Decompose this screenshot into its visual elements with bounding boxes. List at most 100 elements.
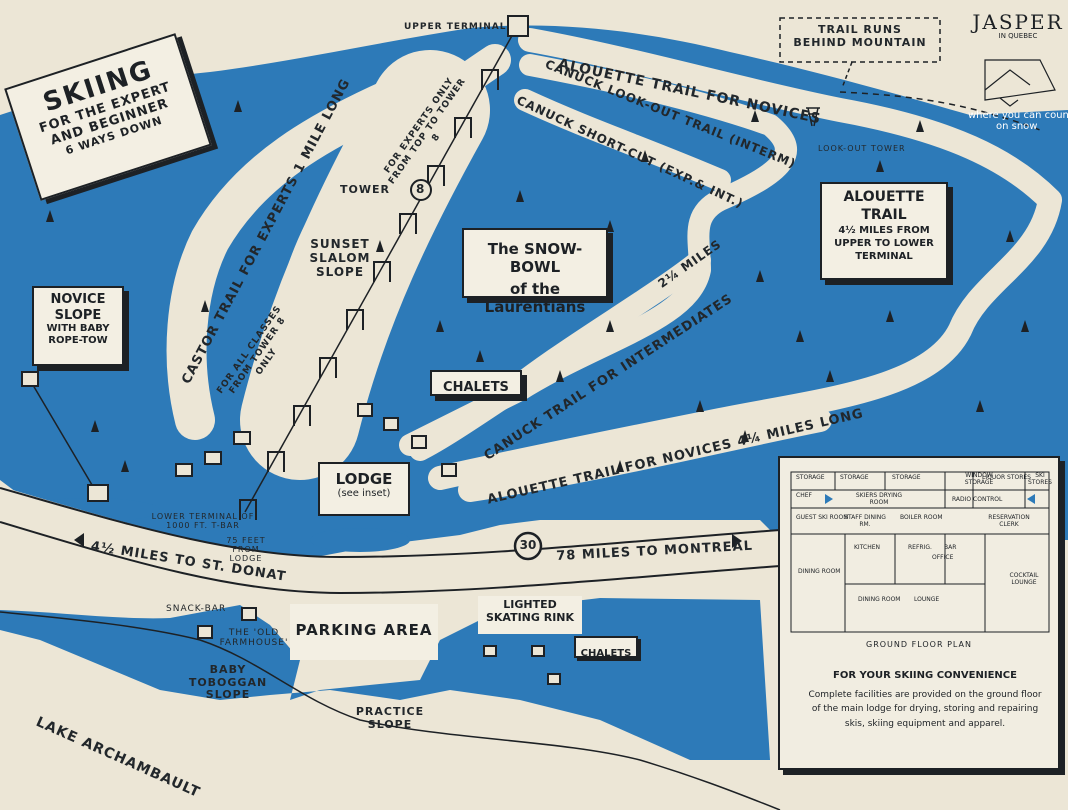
sunset-line: SLOPE bbox=[315, 264, 365, 279]
novice-box-line: SLOPE bbox=[54, 307, 102, 323]
canuck-shortcut bbox=[514, 89, 731, 191]
callout-pointer bbox=[841, 61, 853, 89]
lower-terminal-label: LOWER TERMINAL OF 1000 FT. T-BAR bbox=[151, 512, 255, 531]
chalets-callout-upper: CHALETS bbox=[430, 370, 522, 396]
alouette-trail-box: ALOUETTE TRAIL 4½ MILES FROM UPPER TO LO… bbox=[820, 182, 948, 280]
tree-icon bbox=[751, 110, 759, 122]
rope-tow-line bbox=[29, 379, 96, 491]
room-label: STORAGE bbox=[892, 474, 921, 481]
tree-icon bbox=[886, 310, 894, 322]
inset-caption: FOR YOUR SKIING CONVENIENCE Complete fac… bbox=[790, 668, 1060, 731]
lift-tower bbox=[346, 309, 364, 330]
alouette-box-line: TERMINAL bbox=[855, 251, 913, 263]
alouette-box-line: UPPER TO LOWER bbox=[834, 238, 934, 250]
snack-bar-label: SNACK-BAR bbox=[166, 604, 227, 614]
trail-runs-line: TRAIL RUNS bbox=[818, 23, 902, 36]
tree-icon bbox=[616, 460, 624, 472]
rope-tow-bottom bbox=[87, 484, 109, 502]
lodge-label: LODGE bbox=[335, 470, 393, 488]
tree-icon bbox=[436, 320, 444, 332]
lookout-tower-label: LOOK-OUT TOWER bbox=[818, 144, 906, 153]
room-label: BOILER ROOM bbox=[900, 514, 943, 521]
tower-label: TOWER bbox=[340, 183, 390, 196]
jasper-tagline: where you can count bbox=[968, 110, 1068, 121]
tree-icon bbox=[201, 300, 209, 312]
alouette-trail-top bbox=[428, 28, 1062, 490]
tree-icon bbox=[696, 400, 704, 412]
tree-icon bbox=[876, 160, 884, 172]
jasper-tagline: on snow bbox=[996, 121, 1038, 132]
pond bbox=[310, 528, 410, 552]
snow-bowl-line: of the Laurentians bbox=[484, 280, 586, 316]
tree-icon bbox=[916, 120, 924, 132]
novice-box-line: ROPE-TOW bbox=[48, 335, 108, 347]
baby-line: BABY bbox=[209, 663, 247, 676]
tree-icon bbox=[756, 270, 764, 282]
sunset-slalom-label: SUNSET SLALOM SLOPE bbox=[300, 237, 380, 279]
trail-runs-callout-text: TRAIL RUNS BEHIND MOUNTAIN bbox=[785, 23, 935, 49]
room-label: SKI STORES bbox=[1028, 472, 1052, 487]
tree-icon bbox=[91, 420, 99, 432]
lodge-box: LODGE (see inset) bbox=[318, 462, 410, 516]
room-label: REFRIG. bbox=[908, 544, 932, 551]
lift-tower bbox=[239, 499, 257, 520]
trail-runs-line: BEHIND MOUNTAIN bbox=[793, 35, 927, 49]
tree-icon bbox=[516, 190, 524, 202]
plan-outline bbox=[790, 471, 1050, 633]
novice-slope-box: NOVICE SLOPE WITH BABY ROPE-TOW bbox=[32, 286, 124, 366]
feet-from-lodge-label: 75 FEET FROM LODGE bbox=[226, 536, 266, 564]
ground-floor-plan-label: GROUND FLOOR PLAN bbox=[866, 640, 972, 649]
room-label: WINDOW STORAGE bbox=[964, 472, 994, 487]
room-label: STORAGE bbox=[796, 474, 825, 481]
lookout-tower-icon bbox=[806, 107, 820, 127]
tree-icon bbox=[1021, 320, 1029, 332]
skating-label: SKATING RINK bbox=[485, 611, 575, 624]
baby-line: SLOPE bbox=[205, 688, 251, 702]
room-label: BAR bbox=[944, 544, 957, 551]
jasper-logo-sketch bbox=[984, 59, 1056, 107]
jasper-logo-sub: IN QUEBEC bbox=[998, 32, 1038, 40]
rope-tow-top bbox=[21, 371, 39, 387]
tree-icon bbox=[1006, 230, 1014, 242]
tree-icon bbox=[641, 150, 649, 162]
room-label: GUEST SKI ROOM bbox=[796, 514, 849, 521]
chalet bbox=[233, 431, 251, 445]
skating-rink-box: LIGHTED SKATING RINK bbox=[478, 596, 582, 634]
room-label: DINING ROOM bbox=[798, 568, 841, 575]
upper-terminal-marker bbox=[507, 15, 529, 37]
lift-tower bbox=[481, 69, 499, 90]
parking-area-box: PARKING AREA bbox=[290, 604, 438, 660]
tower-8-marker bbox=[410, 179, 432, 201]
practice-line: SLOPE bbox=[367, 717, 413, 731]
lift-tower bbox=[427, 165, 445, 186]
lower-alouette-trail bbox=[458, 408, 832, 502]
chalet bbox=[441, 463, 457, 477]
lift-tower bbox=[399, 213, 417, 234]
chalets bbox=[175, 403, 561, 685]
parking-label: PARKING AREA bbox=[295, 621, 433, 639]
road-outline bbox=[0, 521, 781, 595]
chalet bbox=[483, 645, 497, 657]
lift-tower bbox=[293, 405, 311, 426]
inset-caption-line: skis, skiing equipment and apparel. bbox=[844, 718, 1006, 729]
t-bar-lift-line bbox=[244, 24, 519, 513]
tree-icon bbox=[234, 100, 242, 112]
route-30-label: 30 bbox=[519, 538, 537, 552]
tree-icon bbox=[376, 240, 384, 252]
chalet bbox=[175, 463, 193, 477]
tree-icon bbox=[796, 330, 804, 342]
tree-icon bbox=[741, 430, 749, 442]
inset-caption-line: Complete facilities are provided on the … bbox=[808, 690, 1042, 700]
room-label: LOUNGE bbox=[914, 596, 940, 603]
road-outline bbox=[0, 487, 781, 559]
chalet bbox=[547, 673, 561, 685]
tree-icon bbox=[976, 400, 984, 412]
route-30-shield bbox=[513, 531, 543, 561]
chalet bbox=[383, 417, 399, 431]
chalet bbox=[204, 451, 222, 465]
room-label: LIQUOR STORES bbox=[982, 474, 1031, 481]
lift-tower bbox=[373, 261, 391, 282]
